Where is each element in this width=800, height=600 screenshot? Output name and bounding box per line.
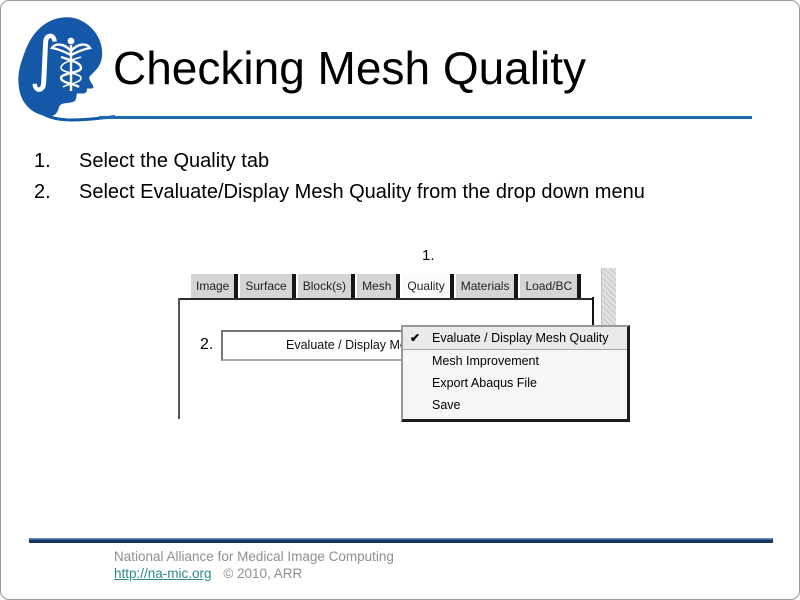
quality-dropdown-menu: ✔ Evaluate / Display Mesh Quality Mesh I… xyxy=(401,325,630,422)
page-title: Checking Mesh Quality xyxy=(113,42,586,94)
footer-organization: National Alliance for Medical Image Comp… xyxy=(114,549,394,564)
copyright-text: © 2010, ARR xyxy=(223,566,303,581)
menu-item-mesh-improvement[interactable]: Mesh Improvement xyxy=(403,350,627,372)
tab-mesh[interactable]: Mesh xyxy=(357,274,401,298)
annotation-2: 2. xyxy=(200,336,214,353)
menu-item-save[interactable]: Save xyxy=(403,394,627,416)
tab-quality[interactable]: Quality xyxy=(402,274,454,298)
tab-bar: Image Surface Block(s) Mesh Quality Mate… xyxy=(191,274,583,298)
menu-item-label: Evaluate / Display Mesh Quality xyxy=(432,331,609,345)
tabbar-underline xyxy=(178,298,594,300)
tab-blocks[interactable]: Block(s) xyxy=(297,274,356,298)
tab-loadbc[interactable]: Load/BC xyxy=(520,274,582,298)
namic-link[interactable]: http://na-mic.org xyxy=(114,566,212,581)
menu-item-label: Export Abaqus File xyxy=(432,376,537,390)
annotation-1: 1. xyxy=(422,247,435,264)
menu-item-evaluate-display[interactable]: ✔ Evaluate / Display Mesh Quality xyxy=(403,327,627,350)
footer-credits: http://na-mic.org © 2010, ARR xyxy=(114,566,302,581)
step-1-text: Select the Quality tab xyxy=(79,150,270,172)
step-2-text: Select Evaluate/Display Mesh Quality fro… xyxy=(79,181,645,203)
step-2-number: 2. xyxy=(34,181,51,203)
tab-materials[interactable]: Materials xyxy=(455,274,519,298)
menu-item-export-abaqus[interactable]: Export Abaqus File xyxy=(403,372,627,394)
svg-text:∫: ∫ xyxy=(29,24,60,94)
menu-item-label: Save xyxy=(432,398,461,412)
menu-item-label: Mesh Improvement xyxy=(432,354,539,368)
tab-surface[interactable]: Surface xyxy=(240,274,296,298)
namic-logo-icon: ∫ xyxy=(18,17,115,122)
scrollbar-strip[interactable] xyxy=(601,268,616,327)
title-divider xyxy=(99,116,752,119)
checkmark-icon: ✔ xyxy=(410,331,421,345)
tab-image[interactable]: Image xyxy=(191,274,239,298)
panel-left-border xyxy=(178,298,180,419)
step-1-number: 1. xyxy=(34,150,51,172)
footer-divider xyxy=(29,538,773,543)
panel-right-border xyxy=(592,297,594,329)
